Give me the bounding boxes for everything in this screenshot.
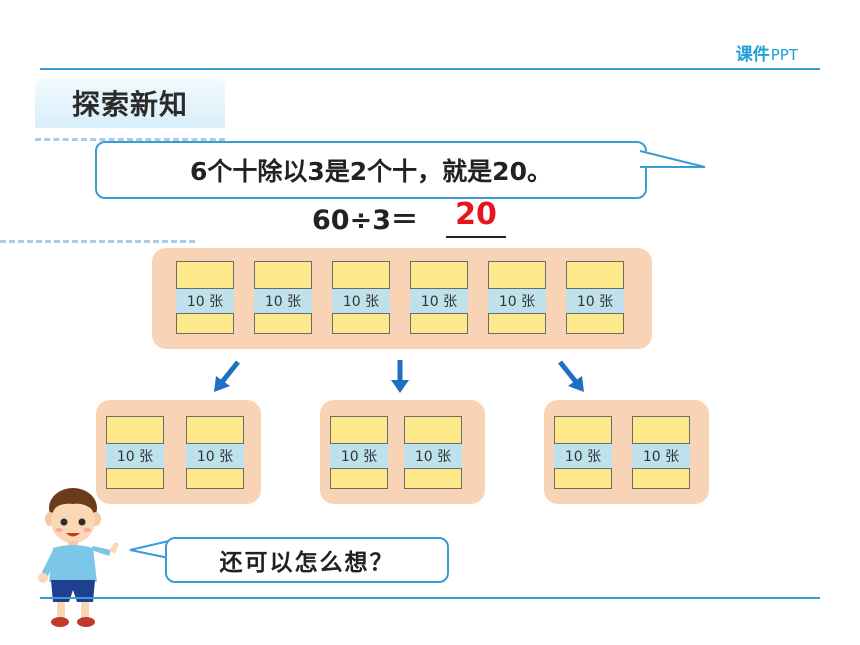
dashed-divider-1 (35, 138, 225, 141)
paper-pack: 10 张 (176, 261, 234, 334)
paper-pack: 10 张 (330, 416, 388, 489)
paper-pack: 10 张 (404, 416, 462, 489)
pack-label: 10 张 (632, 443, 690, 469)
paper-pack: 10 张 (632, 416, 690, 489)
equation: 60÷3＝ (312, 205, 418, 236)
paper-pack: 10 张 (554, 416, 612, 489)
pack-label: 10 张 (488, 288, 546, 314)
group-left: 10 张 10 张 (96, 400, 261, 504)
arrow-down-left-icon (214, 360, 240, 392)
pack-label: 10 张 (410, 288, 468, 314)
bubble-tail-left (129, 540, 170, 559)
explanation-bubble: 6个十除以3是2个十，就是20。 (95, 141, 647, 199)
boy-character-icon (38, 488, 119, 627)
section-title: 探索新知 (35, 78, 225, 128)
explanation-text: 6个十除以3是2个十，就是20。 (190, 157, 552, 186)
header-divider (40, 68, 820, 70)
answer-blank: 20 (446, 198, 506, 238)
paper-pack: 10 张 (186, 416, 244, 489)
paper-pack: 10 张 (410, 261, 468, 334)
bubble-tail-right (639, 150, 706, 168)
pack-label: 10 张 (330, 443, 388, 469)
pack-label: 10 张 (332, 288, 390, 314)
brand-en: PPT (770, 46, 798, 64)
pack-label: 10 张 (106, 443, 164, 469)
paper-pack: 10 张 (332, 261, 390, 334)
footer-divider (40, 597, 820, 599)
paper-pack: 10 张 (106, 416, 164, 489)
paper-pack: 10 张 (488, 261, 546, 334)
pack-label: 10 张 (566, 288, 624, 314)
question-bubble: 还可以怎么想？ (165, 537, 449, 583)
pack-label: 10 张 (404, 443, 462, 469)
brand-cn: 课件 (735, 45, 770, 65)
pack-label: 10 张 (176, 288, 234, 314)
question-text: 还可以怎么想？ (219, 550, 395, 576)
pack-label: 10 张 (254, 288, 312, 314)
pack-label: 10 张 (186, 443, 244, 469)
arrow-down-right-icon (558, 360, 584, 392)
pack-label: 10 张 (554, 443, 612, 469)
paper-pack: 10 张 (566, 261, 624, 334)
paper-pack: 10 张 (254, 261, 312, 334)
arrow-down-icon (391, 360, 409, 393)
group-right: 10 张 10 张 (544, 400, 709, 504)
group-all-packs: 10 张 10 张 10 张 10 张 10 张 10 张 (152, 248, 652, 349)
dashed-divider-2 (0, 240, 195, 243)
group-middle: 10 张 10 张 (320, 400, 485, 504)
